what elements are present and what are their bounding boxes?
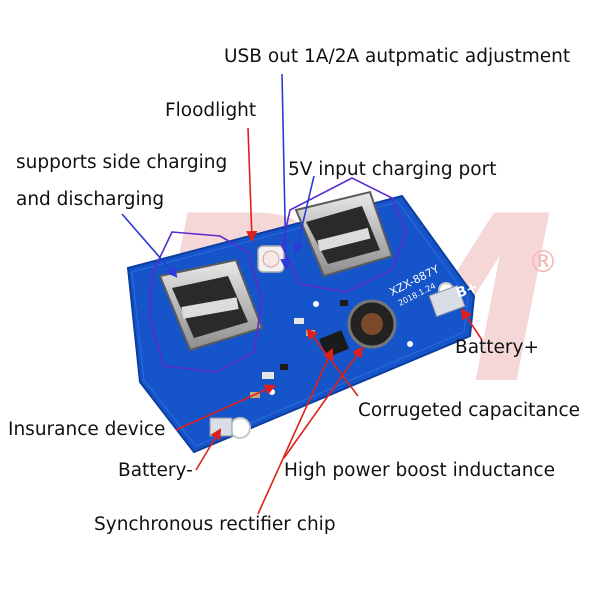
arrow-insurance [175,384,277,431]
arrow-input-port [292,175,315,255]
label-rectifier: Synchronous rectifier chip [94,514,336,535]
label-battery-minus: Battery- [118,460,193,481]
label-corrugated-cap: Corrugeted capacitance [358,400,580,421]
arrow-battery-plus [460,308,483,341]
floodlight-led [257,245,285,273]
arrow-rectifier [257,347,334,515]
battery-minus-pad [209,417,233,437]
label-side-charging-line1: supports side charging [16,152,228,173]
usb-port-top [294,190,394,278]
pcb-board: XZX-887Y 2018.1.24 B+ [126,194,481,454]
label-inductance: High power boost inductance [284,460,555,481]
input-port-outline [281,177,407,293]
arrow-side-charging [121,213,178,278]
mounting-hole [229,417,251,439]
arrow-inductance [283,346,364,459]
callout-arrows [121,73,483,515]
arrow-corrugated-cap [306,328,359,397]
arrow-floodlight [246,127,258,243]
label-input-port: 5V input charging port [288,159,497,180]
label-battery-plus: Battery+ [455,337,539,358]
battery-plus-pad-label: B+ [454,279,481,302]
usb-port-left [158,258,264,352]
label-usb-out: USB out 1A/2A autpmatic adjustment [224,46,571,67]
label-side-charging-line2: and discharging [16,189,165,210]
arrow-battery-minus [195,428,222,471]
battery-plus-pad [428,284,466,318]
label-insurance: Insurance device [8,419,166,440]
registered-mark: ® [528,245,558,280]
side-port-outline [149,231,263,373]
label-floodlight: Floodlight [165,100,257,121]
arrow-usb-out [280,73,292,271]
